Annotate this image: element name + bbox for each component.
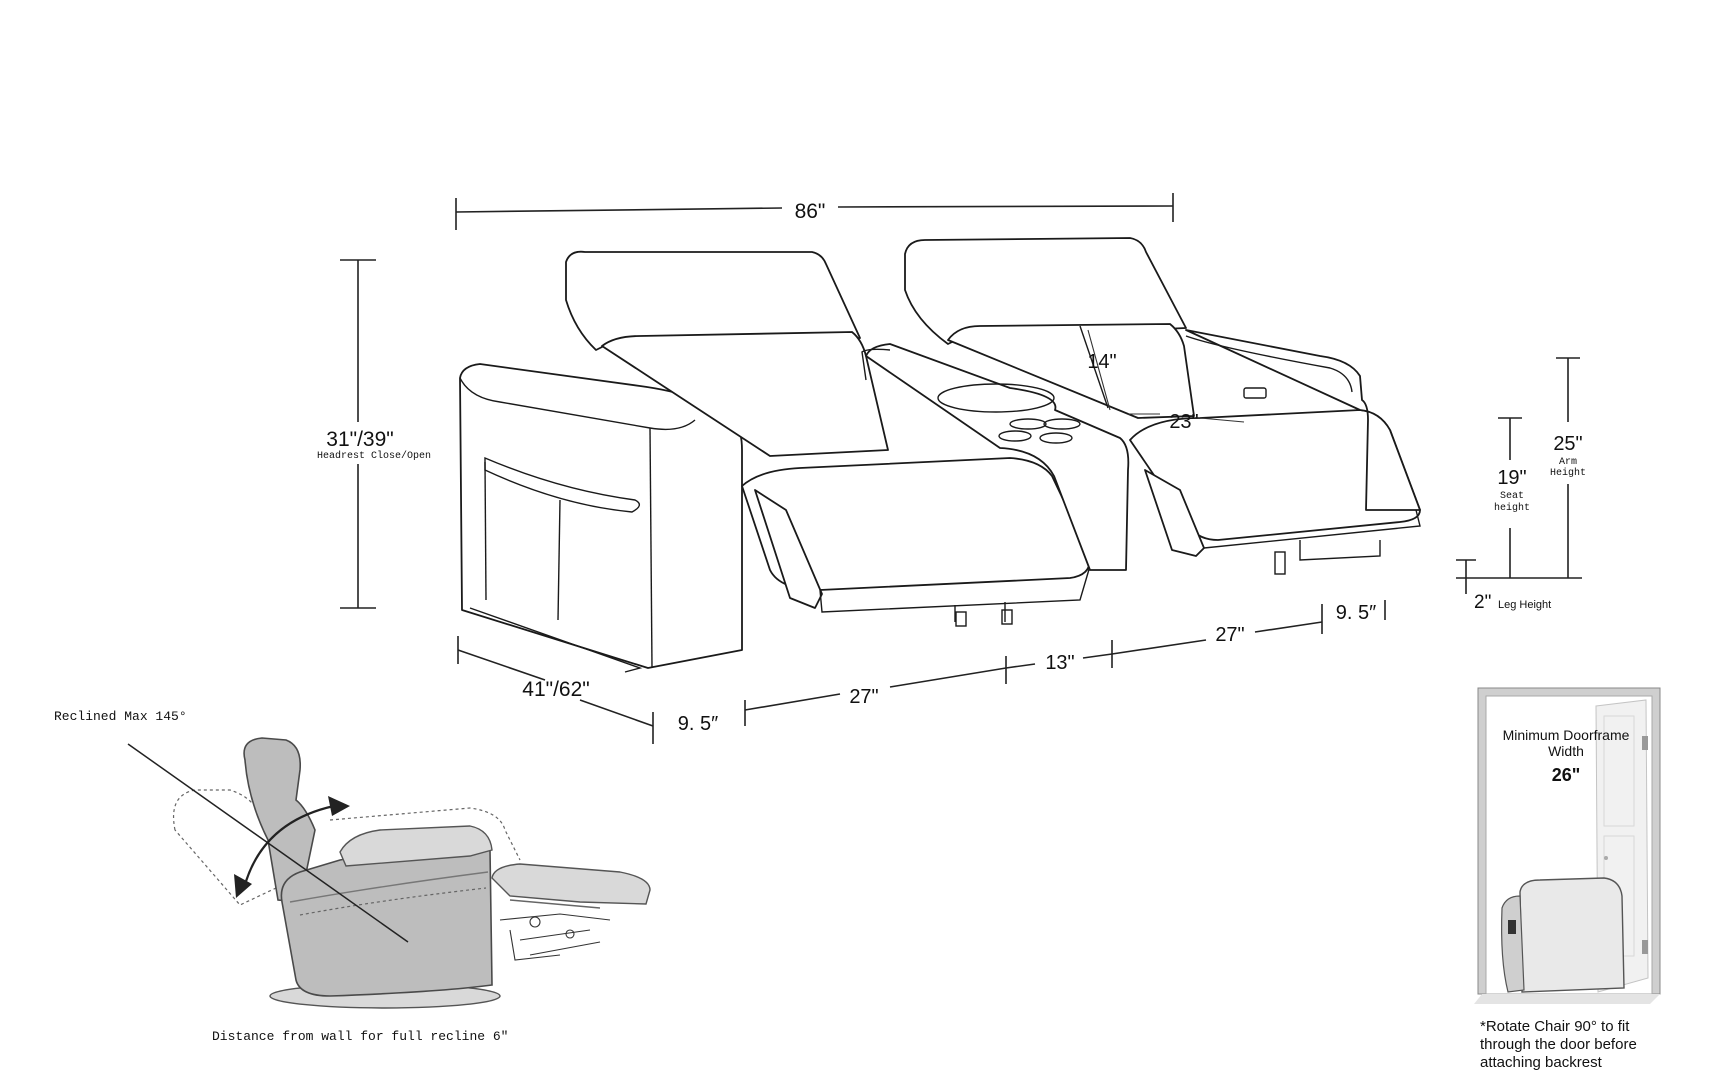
seat-right-label: 27" [1215,624,1244,646]
wall-distance-label: Distance from wall for full recline 6″ [212,1029,508,1044]
arm-height-label: 25" [1553,433,1582,455]
seat-height-caption-2: height [1494,502,1530,514]
seat-depth-label: 23" [1169,411,1198,433]
doorframe-note-line1: *Rotate Chair 90° to fit [1480,1018,1630,1035]
headrest-label: 14" [1087,351,1116,373]
console-label: 13" [1045,652,1074,674]
leg-height-label: 2" [1474,592,1491,613]
recline-max-label: Reclined Max 145° [54,709,187,724]
arm-height-caption-1: Arm [1559,457,1577,468]
arm-left-label: 9. 5″ [678,713,718,735]
dimension-lines [340,193,1582,744]
depth-label: 41"/62" [522,678,589,701]
doorframe-width-label: 26" [1552,765,1581,785]
leg-height-caption: Leg Height [1498,599,1551,611]
overall-width-label: 86" [795,200,826,223]
height-caption: Headrest Close/Open [317,450,431,462]
arm-right-label: 9. 5″ [1336,602,1376,624]
seat-height-label: 19" [1497,467,1526,489]
doorframe-illustration [1474,687,1661,1004]
sofa-drawing [459,237,1421,673]
seat-left-label: 27" [849,686,878,708]
doorframe-note-line2: through the door before [1480,1036,1637,1053]
seat-height-caption-1: Seat [1500,491,1524,502]
doorframe-title-line1: Minimum Doorframe [1503,727,1630,743]
doorframe-title-line2: Width [1548,743,1584,759]
height-label: 31"/39" [326,428,393,451]
arm-height-caption-2: Height [1550,467,1586,479]
recliner-drawing [127,737,651,1009]
doorframe-note-line3: attaching backrest [1480,1054,1603,1071]
